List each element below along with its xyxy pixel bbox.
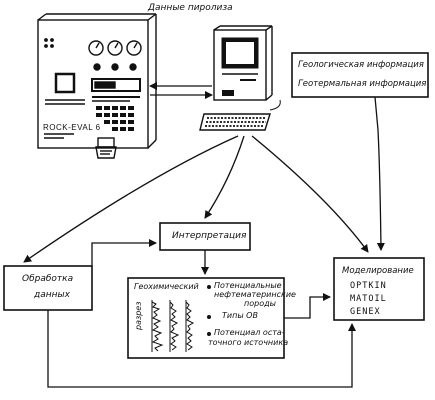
bullet-dot [207,315,211,319]
rock-eval-instrument [37,13,157,159]
modeling-item-matoil: MATOIL [350,294,387,304]
modeling-item-optkin: OPTKIN [350,281,387,291]
modeling-title: Моделирование [342,266,414,276]
info-box [291,52,429,98]
computer [199,25,281,131]
flow-arrows [23,82,385,388]
geological-info: Геологическая информация [298,60,424,70]
processing-box [3,265,93,311]
processing-label-1: Обработка [22,274,74,284]
section-title: Геохимический [134,282,199,291]
bullet-om-types: Типы ОВ [222,311,258,320]
instrument-name: ROCK-EVAL 6 [43,123,101,132]
geothermal-info: Геотермальная информация [298,79,427,89]
bullet-source-rocks-1: Потенциальные [214,281,282,290]
pyrolysis-data-label: Данные пиролиза [148,3,233,13]
bullet-dot [207,285,211,289]
processing-label-2: данных [34,290,70,300]
geochemical-log-curves [151,300,195,352]
bullet-source-rocks-3: породы [244,299,276,308]
bullet-source-rocks-2: нефтематеринские [214,290,296,299]
interpretation-label: Интерпретация [172,231,247,241]
bullet-residual-1: Потенциал оста- [214,328,285,337]
bullet-dot [207,332,211,336]
modeling-box [333,257,425,321]
modeling-item-genex: GENEX [350,307,381,317]
bullet-residual-2: точного источника [208,338,289,347]
section-title-2: разрез [134,301,143,331]
